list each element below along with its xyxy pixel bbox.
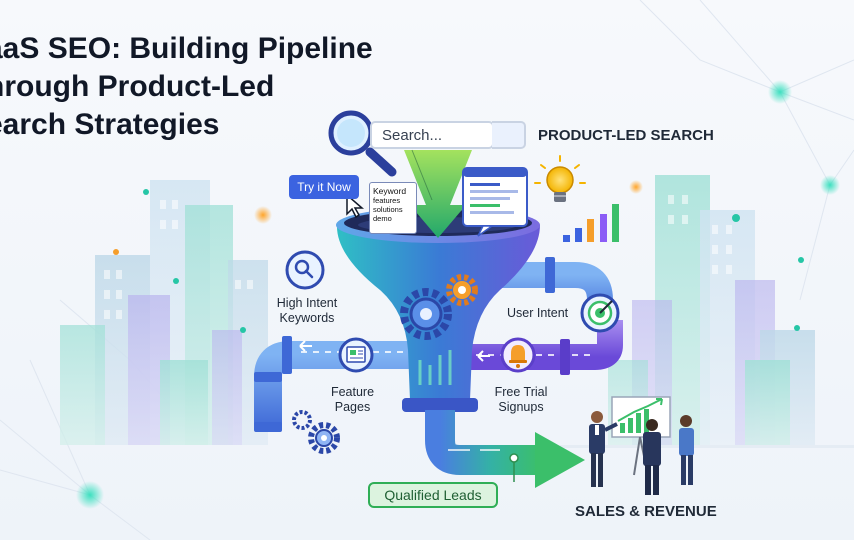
search-input[interactable]	[372, 123, 492, 147]
keyword-item: features	[373, 196, 401, 205]
keyword-item: demo	[373, 214, 392, 223]
qualified-leads-badge: Qualified Leads	[368, 482, 498, 508]
browser-card-icon	[462, 167, 528, 237]
output-arrow	[425, 410, 585, 488]
bell-icon	[500, 337, 536, 373]
page-title: aaS SEO: Building Pipeline hrough Produc…	[0, 30, 373, 144]
title-line-1: aaS SEO: Building Pipeline	[0, 32, 373, 65]
keyword-card: Keyword features solutions demo	[369, 182, 417, 234]
title-line-2: hrough Product-Led	[0, 70, 275, 103]
gear-icon-orange	[446, 274, 478, 306]
label-line: High Intent	[276, 296, 338, 310]
label-line: Free Trial	[494, 385, 548, 399]
sales-chart-board	[611, 396, 671, 476]
label-line: Feature	[330, 385, 375, 399]
label-line: Signups	[498, 400, 544, 414]
business-people	[589, 411, 694, 495]
title-line-3: earch Strategies	[0, 108, 220, 141]
lightbulb-icon	[534, 155, 586, 202]
try-it-now-button[interactable]: Try it Now	[289, 175, 359, 199]
target-icon	[580, 293, 620, 333]
gear-icon-large	[400, 288, 452, 340]
label-line: Pages	[334, 400, 371, 414]
keyword-item: solutions	[373, 205, 403, 214]
sales-revenue-label: SALES & REVENUE	[575, 503, 717, 520]
drop-arrow	[404, 149, 472, 238]
document-icon	[338, 337, 374, 373]
search-bar	[370, 121, 494, 149]
search-button[interactable]	[492, 121, 526, 149]
label-line: Keywords	[279, 311, 335, 325]
gear-icon-small-left	[292, 410, 340, 454]
feature-pages-label: Feature Pages	[325, 385, 380, 415]
left-pipe	[254, 336, 415, 432]
decorative-dots	[76, 80, 840, 509]
product-led-search-label: PRODUCT-LED SEARCH	[538, 127, 714, 144]
keyword-card-title: Keyword	[373, 186, 407, 196]
user-intent-label: User Intent	[507, 306, 569, 320]
skyline-left	[60, 180, 268, 445]
high-intent-keywords-label: High Intent Keywords	[272, 296, 342, 326]
bar-chart-icon	[563, 204, 619, 242]
keyword-search-icon	[285, 250, 325, 290]
free-trial-signups-label: Free Trial Signups	[490, 385, 552, 415]
cursor-icon	[346, 193, 365, 219]
